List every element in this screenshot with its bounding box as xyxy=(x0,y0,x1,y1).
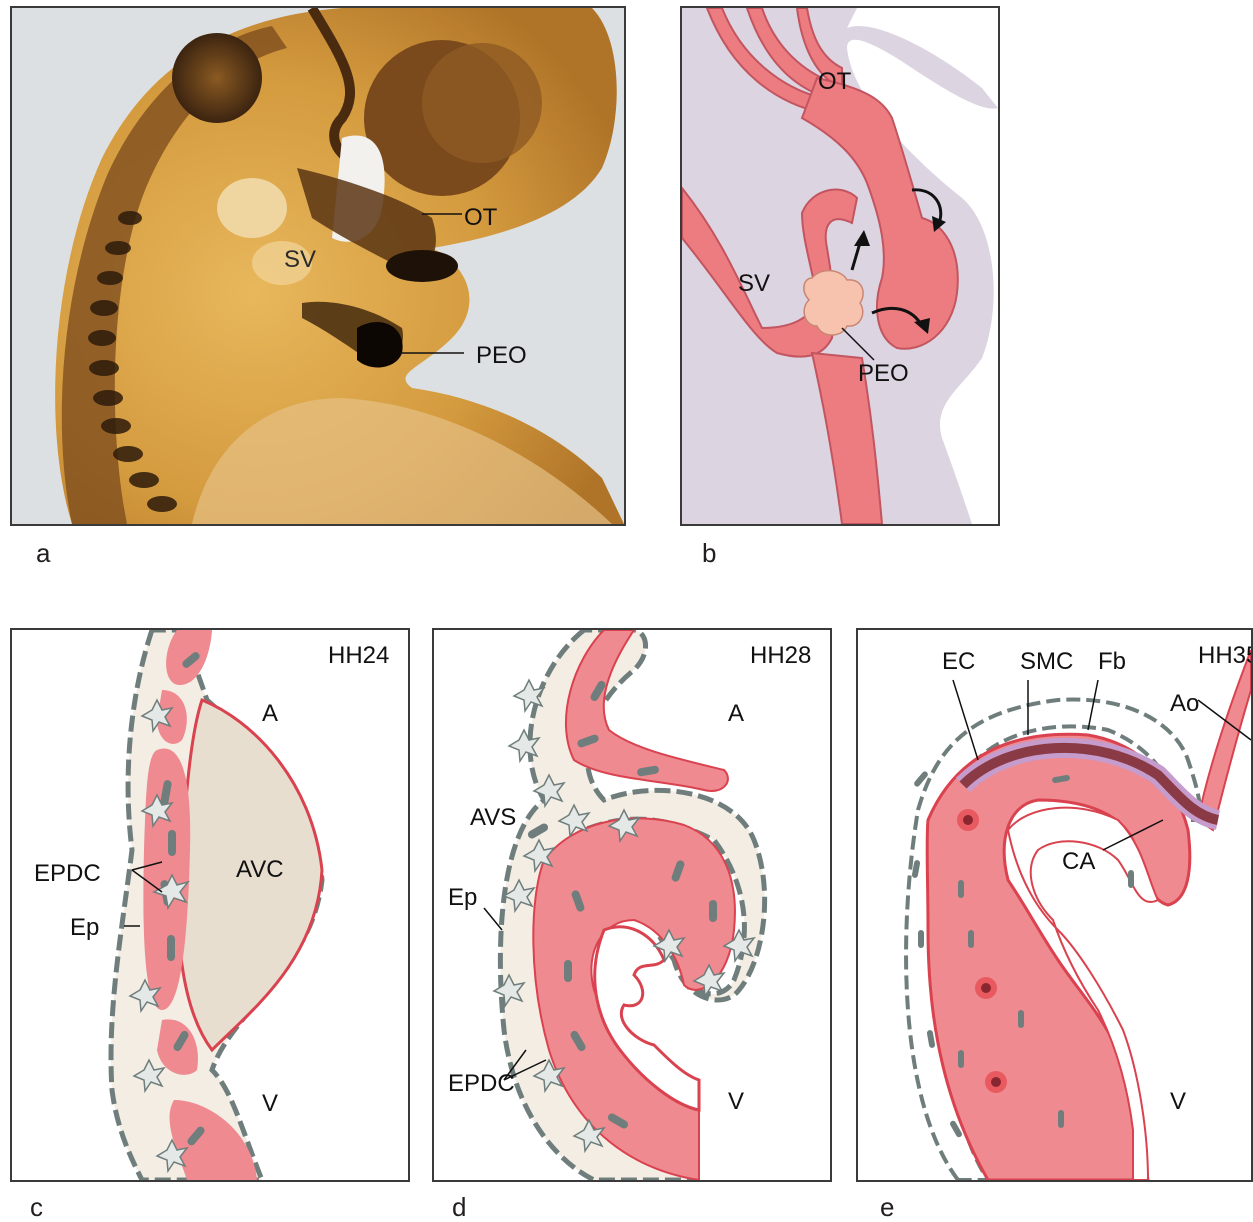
label-avs: AVS xyxy=(470,806,516,830)
label-v: V xyxy=(728,1090,744,1114)
label-epdc: EPDC xyxy=(448,1072,515,1096)
panel-letter-b: b xyxy=(702,540,716,566)
label-ep: Ep xyxy=(448,886,477,910)
label-sv: SV xyxy=(738,272,770,296)
label-avc: AVC xyxy=(236,858,284,882)
panel-letter-a: a xyxy=(36,540,50,566)
hh24-section xyxy=(12,630,408,1180)
panel-letter-c: c xyxy=(30,1194,43,1220)
label-ca: CA xyxy=(1062,850,1095,874)
panel-letter-e: e xyxy=(880,1194,894,1220)
peo-shape xyxy=(804,271,863,335)
label-ec: EC xyxy=(942,650,975,674)
stage-label: HH28 xyxy=(750,644,811,668)
label-a: A xyxy=(262,702,278,726)
panel-b-schematic: OT SV PEO xyxy=(680,6,1000,526)
panel-d-hh28: HH28 A AVS Ep EPDC V xyxy=(432,628,832,1182)
label-smc: SMC xyxy=(1020,650,1073,674)
label-v: V xyxy=(262,1092,278,1116)
hh28-section xyxy=(434,630,830,1180)
label-ao: Ao xyxy=(1170,692,1199,716)
label-peo: PEO xyxy=(858,362,909,386)
panel-a-photo: OT SV PEO xyxy=(10,6,626,526)
panel-e-hh35: HH35 EC SMC Fb Ao CA V xyxy=(856,628,1253,1182)
label-epdc: EPDC xyxy=(34,862,101,886)
label-fb: Fb xyxy=(1098,650,1126,674)
embryo-photo xyxy=(12,8,624,524)
label-ep: Ep xyxy=(70,916,99,940)
label-a: A xyxy=(728,702,744,726)
stage-label: HH24 xyxy=(328,644,389,668)
label-peo: PEO xyxy=(476,344,527,368)
label-v: V xyxy=(1170,1090,1186,1114)
label-ot: OT xyxy=(818,70,851,94)
stage-label: HH35 xyxy=(1198,644,1253,668)
label-sv: SV xyxy=(284,248,316,272)
label-ot: OT xyxy=(464,206,497,230)
panel-letter-d: d xyxy=(452,1194,466,1220)
panel-c-hh24: HH24 A AVC EPDC Ep V xyxy=(10,628,410,1182)
